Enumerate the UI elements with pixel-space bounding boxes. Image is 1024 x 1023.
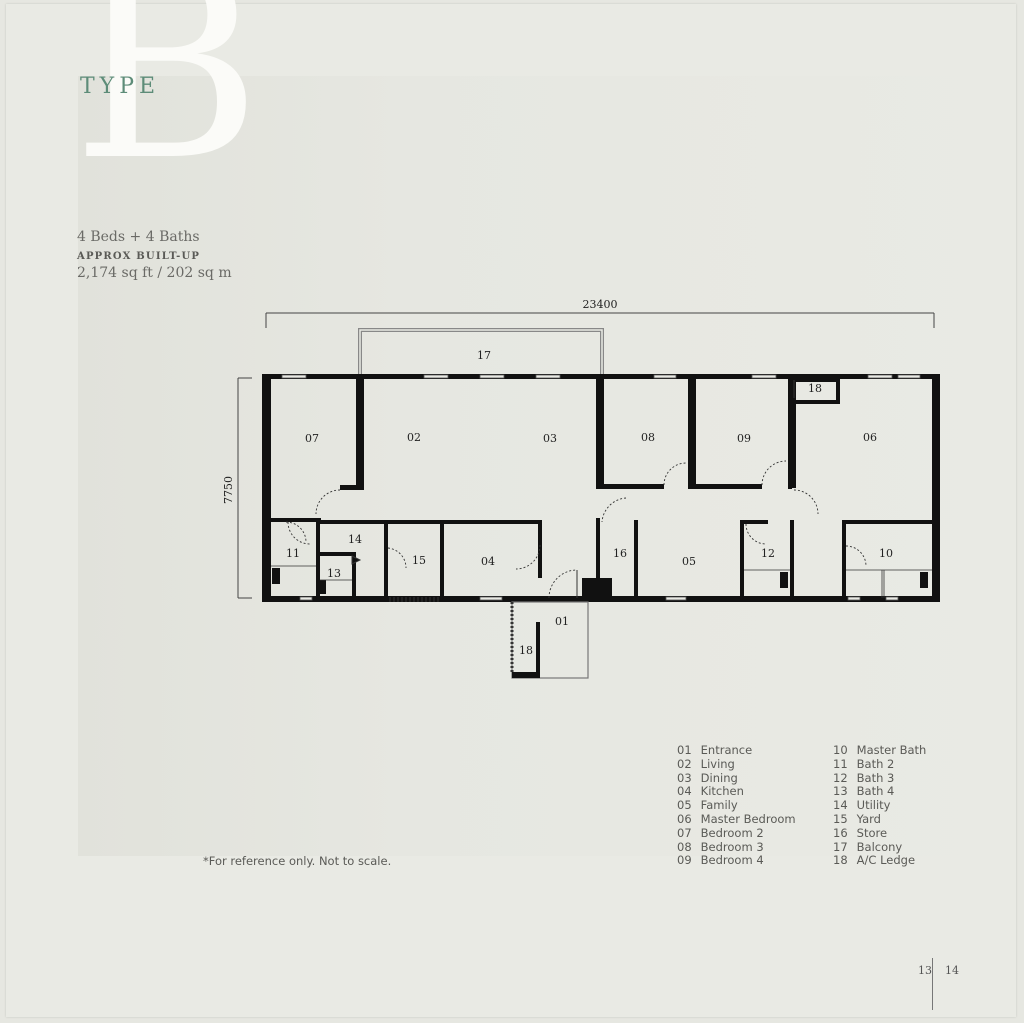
- legend-item: 15 Yard: [833, 811, 881, 826]
- legend-item: 07 Bedroom 2: [677, 825, 764, 840]
- room-label-04: 04: [481, 555, 495, 568]
- room-label-18-ledge: 18: [808, 382, 822, 395]
- legend-item: 13 Bath 4: [833, 784, 895, 799]
- room-label-02: 02: [407, 431, 421, 444]
- room-label-18-entrance: 18: [519, 644, 533, 657]
- room-label-17: 17: [477, 349, 491, 362]
- shaded-panel: [78, 76, 1010, 856]
- legend-item: 01 Entrance: [677, 743, 753, 757]
- entrance-area: [510, 601, 589, 679]
- legend-item: 17 Balcony: [833, 839, 903, 854]
- legend-item: 06 Master Bedroom: [677, 811, 796, 826]
- yard-grille: [389, 597, 439, 602]
- legend-item: 02 Living: [677, 756, 735, 771]
- room-label-15: 15: [412, 554, 426, 567]
- exterior-walls: [262, 374, 940, 602]
- room-label-14: 14: [348, 533, 362, 546]
- room-label-16: 16: [613, 547, 627, 560]
- windows: [281, 374, 921, 601]
- page-divider: [932, 958, 933, 1010]
- room-label-12: 12: [761, 547, 775, 560]
- legend-item: 18 A/C Ledge: [833, 853, 916, 868]
- interior-walls: [271, 378, 932, 598]
- legend-item: 04 Kitchen: [677, 784, 744, 799]
- legend-item: 09 Bedroom 4: [677, 853, 764, 868]
- legend-item: 10 Master Bath: [833, 743, 927, 757]
- beds-baths: 4 Beds + 4 Baths: [77, 229, 200, 245]
- legend-item: 11 Bath 2: [833, 756, 895, 771]
- door-leaves: [351, 380, 795, 598]
- legend-item: 16 Store: [833, 825, 888, 840]
- room-label-06: 06: [863, 431, 877, 444]
- room-label-13: 13: [327, 567, 341, 580]
- room-label-08: 08: [641, 431, 655, 444]
- legend-item: 05 Family: [677, 798, 738, 813]
- room-label-09: 09: [737, 432, 751, 445]
- room-label-01: 01: [555, 615, 569, 628]
- depth-dimension: 7750: [222, 476, 235, 504]
- page-number-left: 13: [918, 964, 932, 977]
- room-label-11: 11: [286, 547, 300, 560]
- room-label-10: 10: [879, 547, 893, 560]
- width-dimension: 23400: [583, 298, 618, 311]
- room-label-03: 03: [543, 432, 557, 445]
- dimension-lines: [237, 312, 935, 599]
- legend-right: 10 Master Bath 11 Bath 2 12 Bath 3 13 Ba…: [833, 743, 927, 868]
- legend-item: 08 Bedroom 3: [677, 839, 764, 854]
- legend-left: 01 Entrance 02 Living 03 Dining 04 Kitch…: [677, 743, 796, 868]
- legend-item: 12 Bath 3: [833, 770, 895, 785]
- fixtures: [271, 565, 932, 598]
- built-up-label: APPROX BUILT-UP: [77, 251, 201, 262]
- legend-item: 14 Utility: [833, 798, 891, 813]
- type-heading: TYPE: [80, 74, 161, 99]
- room-label-05: 05: [682, 555, 696, 568]
- page-number-right: 14: [945, 964, 959, 977]
- type-letter: B: [72, 0, 262, 217]
- built-up-area: 2,174 sq ft / 202 sq m: [77, 265, 232, 281]
- legend-item: 03 Dining: [677, 770, 738, 785]
- unit-specs: 4 Beds + 4 Baths APPROX BUILT-UP 2,174 s…: [77, 229, 232, 281]
- reference-note: *For reference only. Not to scale.: [203, 854, 392, 868]
- door-swings: [285, 460, 867, 599]
- room-label-07: 07: [305, 432, 319, 445]
